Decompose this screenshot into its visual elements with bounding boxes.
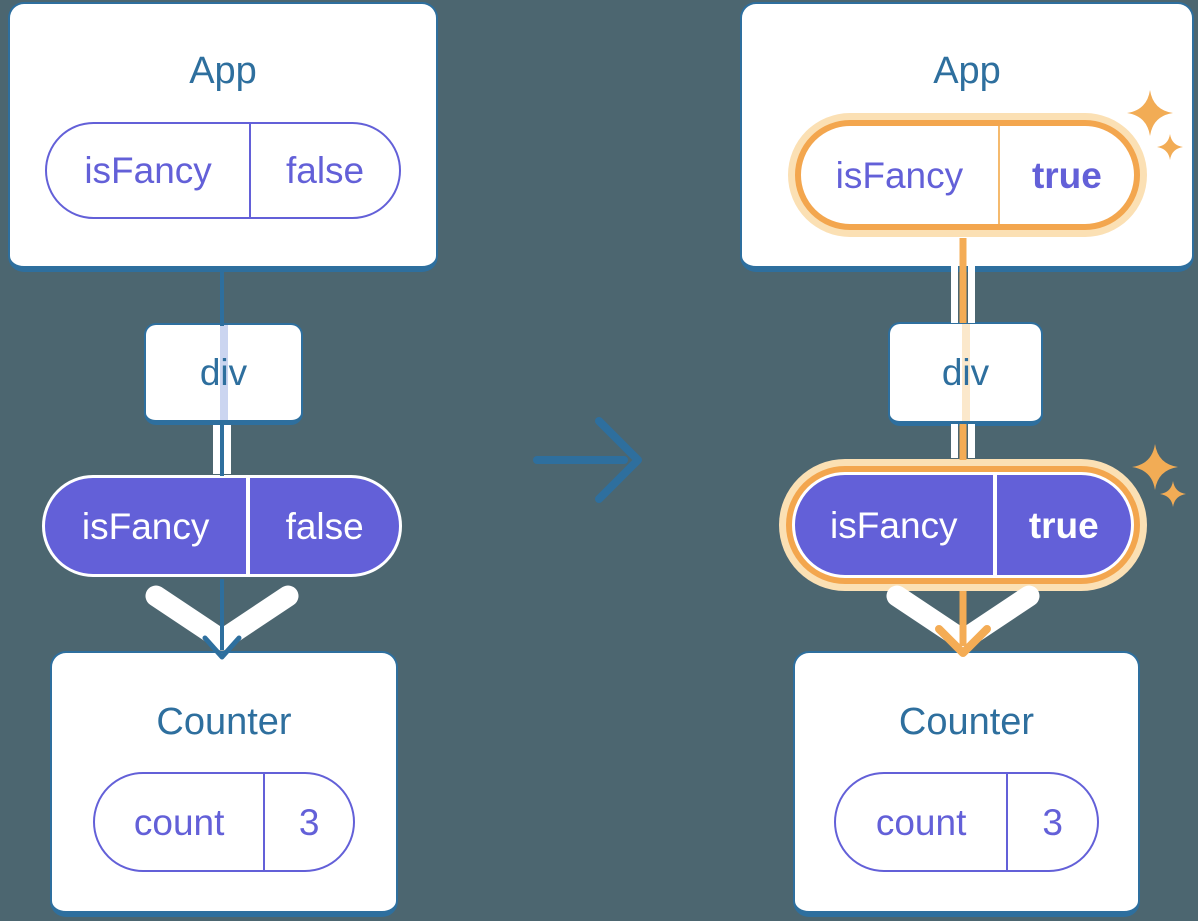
- prop-value: true: [1028, 504, 1099, 546]
- counter-component-card-after: Counter count 3: [793, 651, 1140, 917]
- arrow-down-chevron-icon: [145, 585, 299, 651]
- app-component-card-before: App isFancy false: [8, 2, 438, 272]
- component-title: div: [941, 352, 990, 393]
- state-value: true: [1031, 154, 1102, 196]
- prop-value: false: [285, 505, 364, 547]
- prop-name: isFancy: [45, 478, 251, 574]
- prop-pill: isFancy false: [42, 475, 402, 577]
- state-name: isFancy: [47, 124, 252, 217]
- prop-name: isFancy: [795, 475, 997, 575]
- state-pill: count 3: [834, 772, 1099, 872]
- component-title: App: [189, 50, 257, 92]
- sparkle-icon: [1132, 444, 1186, 507]
- state-name: count: [95, 774, 266, 870]
- app-component-card-after: App isFancy true: [740, 2, 1194, 272]
- component-title: App: [933, 50, 1001, 92]
- prop-pill-highlighted: isFancy true: [792, 472, 1134, 578]
- div-component-card-after: div: [888, 322, 1043, 426]
- transition-arrow-icon: [595, 417, 642, 503]
- div-component-card-before: div: [144, 323, 303, 425]
- arrow-down-chevron-icon: [886, 585, 1040, 651]
- state-value: 3: [1042, 801, 1063, 843]
- sparkle-small: [1160, 481, 1186, 507]
- counter-component-card-before: Counter count 3: [50, 651, 398, 917]
- state-pill: isFancy false: [45, 122, 401, 219]
- component-title: div: [199, 352, 248, 393]
- state-value: 3: [298, 801, 320, 843]
- component-title: Counter: [156, 701, 292, 743]
- state-name: count: [836, 774, 1009, 870]
- sparkle-large: [1132, 444, 1178, 490]
- prop-pass-through-line: [961, 324, 970, 421]
- state-pill-highlighted: isFancy true: [794, 120, 1140, 230]
- component-title: Counter: [898, 701, 1035, 743]
- prop-pass-through-line: [219, 325, 228, 420]
- state-value: false: [285, 150, 365, 191]
- arrowhead-icon: [935, 625, 991, 657]
- state-pill: count 3: [93, 772, 355, 872]
- state-name: isFancy: [801, 126, 1001, 224]
